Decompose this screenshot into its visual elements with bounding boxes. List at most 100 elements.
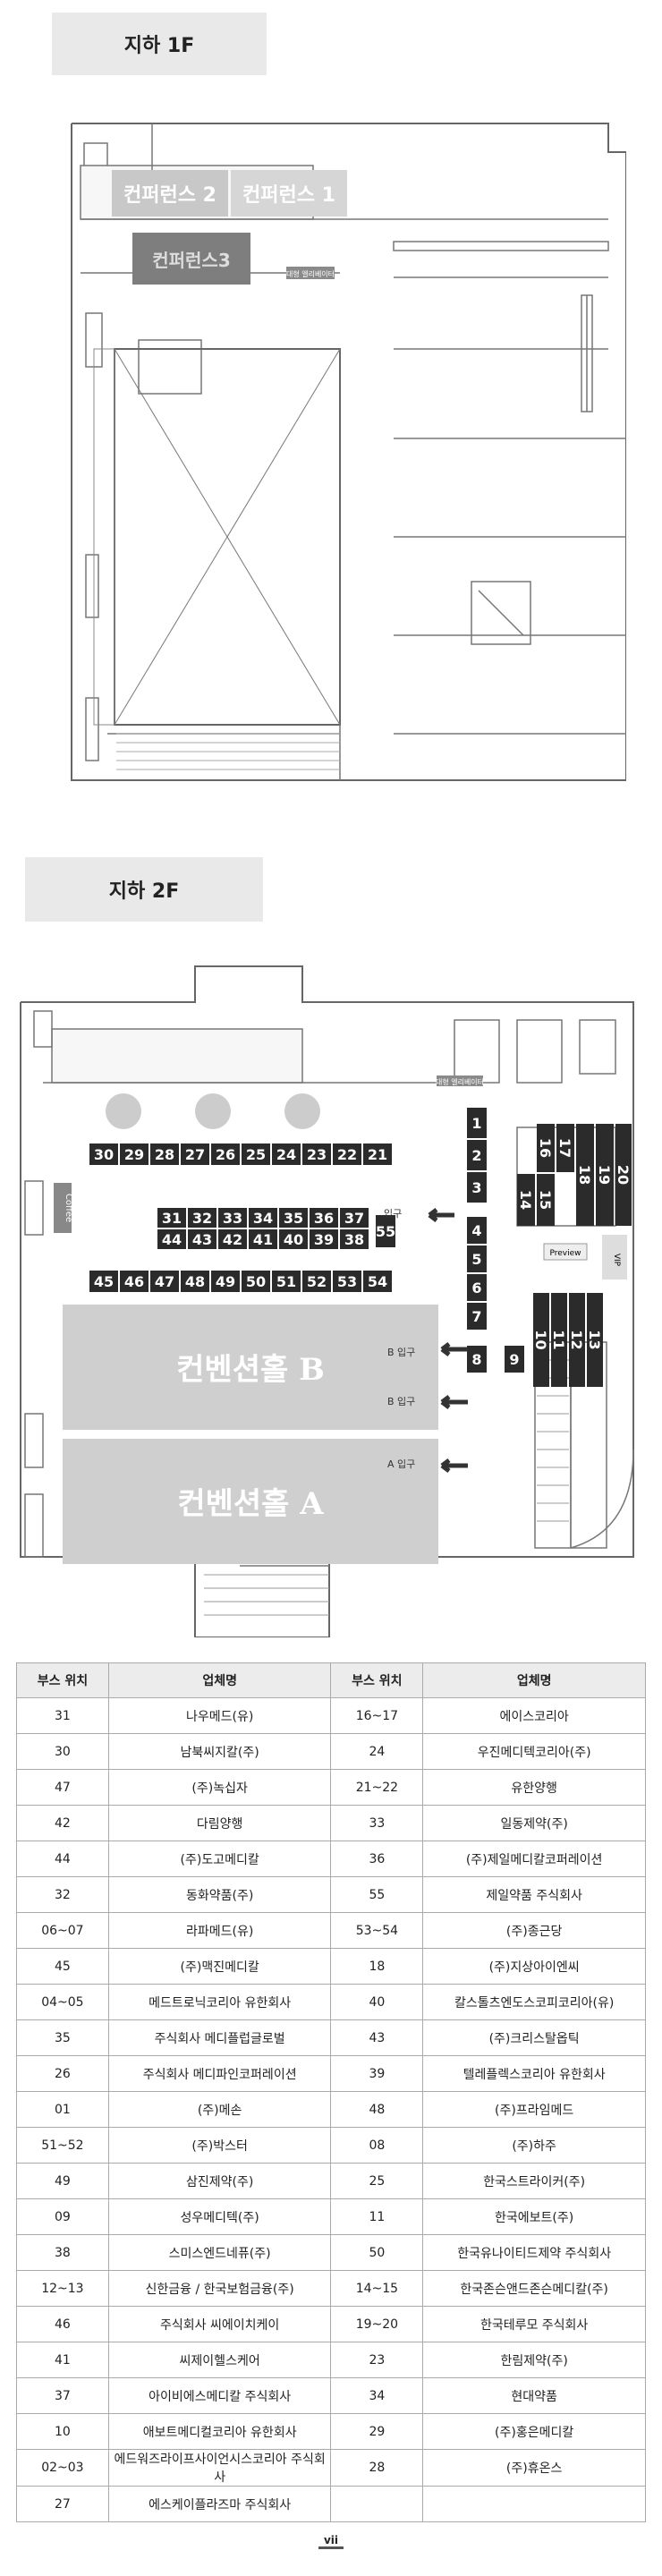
booth-number: 43 (192, 1231, 212, 1248)
booth-cell: 25 (330, 2163, 424, 2199)
booth (242, 1271, 270, 1292)
company-cell: 현대약품 (422, 2377, 646, 2414)
booth (467, 1140, 487, 1170)
booth-cell: 04~05 (16, 1984, 109, 2020)
booth (120, 1143, 149, 1165)
booth-cell: 02~03 (16, 2449, 109, 2487)
booth-number: 42 (223, 1231, 242, 1248)
booth-cell: 18 (330, 1948, 424, 1985)
booth (467, 1108, 487, 1138)
booth (615, 1124, 632, 1226)
company-cell: 칼스톨츠엔도스코피코리아(유) (422, 1984, 646, 2020)
booth-number: 5 (471, 1251, 481, 1268)
company-cell: 라파메드(유) (107, 1912, 332, 1949)
booth-cell: 37 (16, 2377, 109, 2414)
booth-cell: 19~20 (330, 2306, 424, 2342)
hall-a (63, 1439, 438, 1564)
booth (333, 1271, 361, 1292)
booth (211, 1271, 240, 1292)
b-entrance-label-2: B 입구 (387, 1396, 415, 1407)
booth-cell: 39 (330, 2055, 424, 2092)
company-cell: 텔레플렉스코리아 유한회사 (422, 2055, 646, 2092)
booth (279, 1208, 308, 1228)
booth (181, 1143, 209, 1165)
booth (272, 1271, 301, 1292)
booth-cell: 42 (16, 1805, 109, 1841)
booth-number: 54 (368, 1273, 387, 1290)
booth (551, 1293, 567, 1387)
company-cell: 한국유나이티드제약 주식회사 (422, 2234, 646, 2271)
booth-number: 17 (556, 1138, 573, 1158)
booth-number: 32 (192, 1210, 212, 1227)
booth (272, 1143, 301, 1165)
booth-cell: 49 (16, 2163, 109, 2199)
booth (505, 1346, 524, 1373)
booth (310, 1208, 338, 1228)
booth (211, 1143, 240, 1165)
booth-cell: 47 (16, 1769, 109, 1806)
header-company-2: 업체명 (422, 1662, 646, 1698)
booth-number: 9 (509, 1351, 519, 1368)
company-cell: 메드트로닉코리아 유한회사 (107, 1984, 332, 2020)
booth-number: 14 (517, 1190, 534, 1210)
booth-cell: 26 (16, 2055, 109, 2092)
company-cell: 주식회사 씨에이치케이 (107, 2306, 332, 2342)
booth (333, 1143, 361, 1165)
booth-cell: 50 (330, 2234, 424, 2271)
booth-number: 16 (537, 1138, 554, 1158)
booth-cell: 40 (330, 1984, 424, 2020)
booth-number: 23 (307, 1146, 327, 1163)
hall-b-label: 컨벤션홀 B (176, 1352, 325, 1388)
company-cell: 우진메디텍코리아(주) (422, 1733, 646, 1770)
booth-number: 12 (568, 1330, 585, 1349)
booth (150, 1271, 179, 1292)
b-entrance-label: B 입구 (387, 1347, 415, 1358)
booth-number: 1 (471, 1115, 481, 1132)
header-booth-1: 부스 위치 (16, 1662, 109, 1698)
booth-number: 28 (155, 1146, 174, 1163)
booth-cell: 35 (16, 2019, 109, 2056)
booth-cell: 24 (330, 1733, 424, 1770)
booth (467, 1172, 487, 1203)
booth-number: 46 (124, 1273, 144, 1290)
booth-number: 24 (276, 1146, 296, 1163)
page-number: vii (0, 2534, 662, 2549)
booth (376, 1215, 395, 1247)
booth-number: 3 (471, 1179, 481, 1196)
company-cell: 한림제약(주) (422, 2342, 646, 2378)
booth-number: 48 (185, 1273, 205, 1290)
company-cell: (주)제일메디칼코퍼레이션 (422, 1841, 646, 1877)
booth-cell: 36 (330, 1841, 424, 1877)
booth (310, 1229, 338, 1249)
floor-plan-b1: 컨퍼런스 2 컨퍼런스 1 컨퍼런스3 대형 엘리베이터 (54, 116, 626, 805)
booth-cell: 12~13 (16, 2270, 109, 2307)
floor-label-b1: 지하 1F (52, 13, 267, 75)
booth-cell: 06~07 (16, 1912, 109, 1949)
booth (157, 1208, 186, 1228)
booth (596, 1124, 614, 1226)
booth-cell: 53~54 (330, 1912, 424, 1949)
room-conference-3: 컨퍼런스3 (152, 250, 231, 271)
b-entrance-arrow-icon (440, 1342, 468, 1356)
booth (467, 1303, 487, 1330)
booth-cell: 16~17 (330, 1697, 424, 1734)
company-cell: 아이비에스메디칼 주식회사 (107, 2377, 332, 2414)
booth-cell: 10 (16, 2413, 109, 2450)
booth (302, 1271, 331, 1292)
a-entrance-label: A 입구 (387, 1458, 415, 1470)
booth-cell: 44 (16, 1841, 109, 1877)
